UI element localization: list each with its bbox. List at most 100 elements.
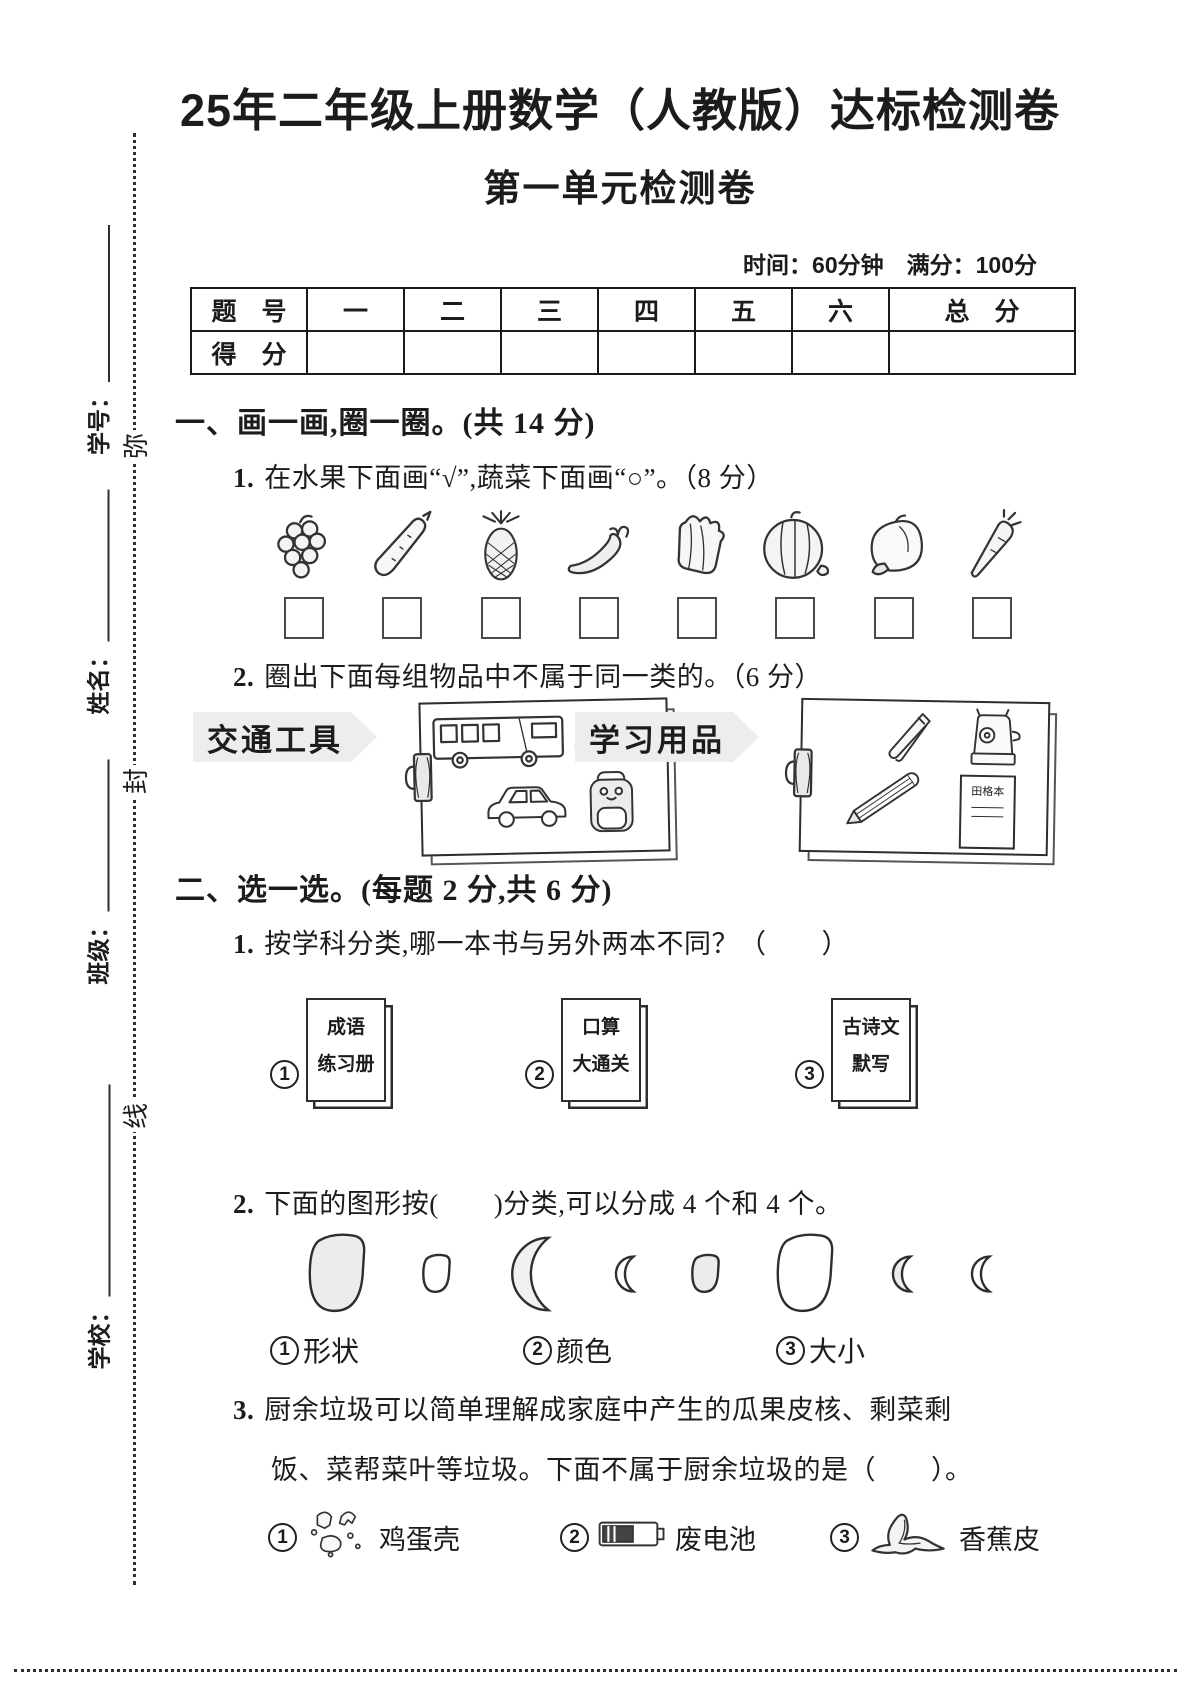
drop-shape-large — [305, 1231, 369, 1322]
carrot-icon — [950, 505, 1034, 589]
score-cell-empty — [888, 330, 1076, 375]
banana-peel-icon — [867, 1511, 951, 1564]
cucumber-icon — [360, 505, 444, 589]
circled-number: 1 — [270, 1060, 299, 1089]
seal-char-xian: 线 — [116, 1100, 152, 1132]
circled-number: 2 — [525, 1060, 554, 1089]
section-one-heading: 一、画一画,圈一圈。(共 14 分) — [175, 407, 596, 440]
name-blank — [83, 489, 110, 642]
school-field: 学校： — [81, 1084, 115, 1370]
page-subtitle: 第一单元检测卷 — [483, 168, 757, 209]
seal-char-mi: 弥 — [116, 430, 152, 462]
seal-dashed-line — [133, 133, 136, 1585]
option-battery: 2 废电池 — [560, 1517, 830, 1558]
score-header-cell: 三 — [500, 287, 599, 332]
eggshell-icon — [305, 1508, 371, 1567]
crescent-shape-small — [968, 1252, 995, 1301]
s2-q2-text: 2.下面的图形按( )分类,可以分成 4 个和 4 个。 — [233, 1189, 843, 1219]
transport-tag: 交通工具 — [193, 712, 377, 762]
drop-shape-small — [690, 1253, 721, 1300]
option-banana-peel: 3 香蕉皮 — [830, 1511, 1040, 1564]
notebook-icon: 田格本 — [958, 774, 1017, 850]
answer-box — [873, 597, 914, 639]
score-table-score-row: 得 分 — [190, 330, 1076, 375]
score-header-cell: 六 — [791, 287, 890, 332]
answer-box — [382, 597, 423, 639]
drop-shape-small — [421, 1253, 452, 1300]
s2-q2-options: 1 形状 2 颜色 3 大小 — [270, 1330, 1030, 1370]
book-options: 1 成语 练习册 2 口算 大通关 3 古诗文 默写 — [175, 998, 1075, 1138]
student-id-blank — [84, 225, 110, 382]
score-header-cell: 题 号 — [190, 287, 308, 332]
s1-q2-number: 2. — [233, 662, 255, 692]
s2-q1-text: 1.按学科分类,哪一本书与另外两本不同？（ ） — [233, 929, 849, 959]
answer-box — [775, 597, 816, 639]
s2-q2-number: 2. — [233, 1189, 255, 1219]
fruit-veg-row — [262, 505, 1034, 589]
class-blank — [83, 759, 110, 912]
class-label: 班级： — [85, 915, 112, 985]
option-eggshell: 1 鸡蛋壳 — [268, 1508, 560, 1567]
name-label: 姓名： — [85, 645, 112, 715]
score-cell-empty — [597, 330, 696, 375]
score-cell-empty — [791, 330, 890, 375]
score-header-cell: 一 — [306, 287, 405, 332]
answer-box — [480, 597, 521, 639]
peach-icon — [852, 505, 936, 589]
crescent-shape-small — [889, 1252, 916, 1301]
name-field: 姓名： — [80, 489, 114, 715]
binder-clip-icon — [402, 748, 437, 812]
bus-icon — [429, 710, 568, 778]
score-table-header-row: 题 号 一 二 三 四 五 六 总 分 — [190, 287, 1076, 332]
student-id-label: 学号： — [86, 386, 112, 455]
crescent-shape-large — [504, 1230, 560, 1323]
grapes-icon — [262, 505, 346, 589]
s2-q1-number: 1. — [233, 929, 255, 959]
page-title: 25年二年级上册数学（人教版）达标检测卷 — [179, 85, 1061, 136]
student-id-field: 学号： — [80, 225, 114, 455]
s2-q3-text-line1: 3.厨余垃圾可以简单理解成家庭中产生的瓜果皮核、剩菜剩 — [233, 1395, 952, 1425]
book-cover: 成语 练习册 — [306, 998, 386, 1102]
crescent-shape-small — [612, 1252, 639, 1301]
pencil-icon — [838, 766, 928, 838]
study-clipboard: 田格本 — [784, 697, 1051, 857]
answer-box-row — [262, 597, 1034, 639]
option-color: 2 颜色 — [523, 1330, 776, 1370]
s2-q3-number: 3. — [233, 1395, 255, 1425]
school-label: 学校： — [86, 1300, 113, 1370]
notebook-title: 田格本 — [971, 785, 1005, 799]
book-option-3: 3 古诗文 默写 — [795, 998, 925, 1118]
answer-box — [677, 597, 718, 639]
shape-row — [305, 1230, 995, 1322]
bottom-dotted-line — [14, 1669, 1177, 1672]
score-header-cell: 五 — [694, 287, 793, 332]
book-cover: 口算 大通关 — [561, 998, 641, 1102]
drop-shape-large — [773, 1231, 837, 1322]
classification-figure: 交通工具 学习用品 田格本 — [175, 697, 1075, 858]
backpack-icon — [582, 768, 642, 844]
time-score-info: 时间：60分钟 满分：100分 — [743, 252, 1037, 278]
s2-q3-options: 1 鸡蛋壳 2 废电池 3 香蕉皮 — [268, 1508, 1058, 1567]
answer-box — [578, 597, 619, 639]
circled-number: 3 — [795, 1060, 824, 1089]
binder-clip-icon — [782, 744, 817, 808]
book-option-2: 2 口算 大通关 — [525, 998, 655, 1118]
chinese-cabbage-icon — [655, 505, 739, 589]
score-row-label: 得 分 — [190, 330, 308, 375]
book-option-1: 1 成语 练习册 — [270, 998, 400, 1118]
score-header-cell: 四 — [597, 287, 696, 332]
nail-clipper-icon — [880, 709, 937, 771]
option-shape: 1 形状 — [270, 1330, 523, 1370]
s1-q2-text: 2.圈出下面每组物品中不属于同一类的。（6 分） — [233, 662, 822, 692]
score-cell-empty — [403, 330, 502, 375]
score-header-cell: 总 分 — [888, 287, 1076, 332]
answer-box — [284, 597, 324, 639]
school-blank — [84, 1084, 111, 1297]
book-cover: 古诗文 默写 — [831, 998, 911, 1102]
seal-char-feng: 封 — [116, 765, 152, 797]
battery-icon — [597, 1517, 667, 1558]
score-cell-empty — [500, 330, 599, 375]
class-field: 班级： — [80, 759, 114, 985]
pineapple-icon — [459, 505, 543, 589]
